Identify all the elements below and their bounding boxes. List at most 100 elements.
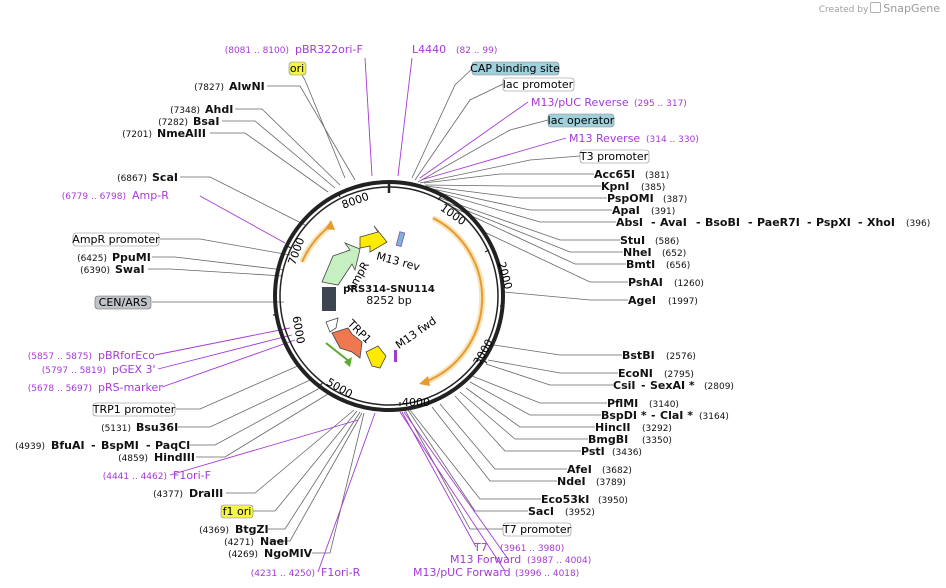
site-econi-name: EcoNI: [618, 367, 653, 380]
feature-box-laco: [547, 113, 615, 128]
primer-ampr-pos: (6779 .. 6798): [62, 192, 126, 202]
feature-trp1p-label: TRP1 promoter: [92, 403, 176, 416]
site-paer7i-name: PaeR7I: [757, 216, 800, 229]
site-paqci-dash: -: [146, 439, 151, 452]
primer-m13-rev-pos: (314 .. 330): [646, 135, 699, 145]
primer-f1orir-pos: (4231 .. 4250): [251, 569, 315, 579]
feature-cenars-label: CEN/ARS: [99, 296, 148, 309]
primer-f1orif-pos: (4441 .. 4462): [103, 472, 167, 482]
feature-box-ori: [288, 61, 307, 76]
site-clai-name: ClaI *: [660, 409, 693, 422]
trp1-arrow: [331, 327, 363, 359]
site-alwni-name: AlwNI: [229, 80, 265, 93]
site-clai-pos: (3164): [699, 412, 729, 422]
site-bfuai-pos: (4939): [15, 442, 45, 452]
site-bsu36i-name: Bsu36I: [136, 421, 178, 434]
site-psti-name: PstI: [581, 445, 605, 458]
primer-labels: (8081 .. 8100) pBR322ori-F L4440 (82 .. …: [28, 43, 699, 579]
ampr-arrow: [321, 242, 361, 286]
tick-label-4000: 4000: [402, 396, 430, 409]
site-clai-dash: -: [651, 409, 656, 422]
primer-m13fwd-name: M13 Forward: [450, 553, 521, 566]
site-nmeaiii-name: NmeAIII: [157, 127, 206, 140]
primer-pbr322ori-pos: (8081 .. 8100): [225, 46, 289, 56]
feature-box-t3p: [579, 149, 650, 164]
site-stui-name: StuI: [620, 234, 645, 247]
right-sites: Acc65I (381) KpnI (385) PspOMI (387) Apa…: [528, 168, 930, 518]
primer-pbrforeco-name: pBRforEco: [98, 349, 155, 362]
feature-cap-label: CAP binding site: [470, 62, 560, 75]
site-saci-name: SacI: [528, 505, 554, 518]
site-apai-pos: (391): [651, 207, 675, 217]
primer-pbrforeco-pos: (5857 .. 5875): [28, 352, 92, 362]
site-bmgbi-pos: (3350): [642, 436, 672, 446]
site-hindiii-name: HindIII: [154, 451, 195, 464]
site-absi-name: AbsI: [616, 216, 643, 229]
orange-arcs: [299, 215, 486, 386]
site-nhei-pos: (652): [662, 249, 686, 259]
m13fwd-label: M13 fwd: [393, 314, 439, 351]
site-ngomiv-pos: (4269): [228, 550, 258, 560]
site-scai-name: ScaI: [152, 171, 178, 184]
primer-l4440-name: L4440: [412, 43, 446, 56]
site-drai-name: DraIII: [189, 487, 223, 500]
green-arrow-line: [325, 342, 351, 363]
site-btgzi-pos: (4369): [199, 526, 229, 536]
site-afei-name: AfeI: [567, 463, 592, 476]
site-agei-name: AgeI: [628, 294, 656, 307]
site-kpni-name: KpnI: [601, 180, 629, 193]
site-acc65i-pos: (381): [645, 171, 669, 181]
primer-lines: [154, 57, 567, 573]
site-acc65i-name: Acc65I: [594, 168, 635, 181]
site-eco53ki-name: Eco53kI: [541, 493, 589, 506]
site-pshai-pos: (1260): [674, 279, 704, 289]
site-btgzi-name: BtgZI: [235, 523, 269, 536]
inner-features: [321, 225, 406, 369]
site-naei-name: NaeI: [260, 535, 288, 548]
site-pspxi-dash: -: [807, 216, 812, 229]
site-pflmi-pos: (3140): [649, 400, 679, 410]
plasmid-length: 8252 bp: [366, 294, 411, 307]
site-sexai-dash: -: [641, 379, 646, 392]
site-sexai-pos: (2809): [704, 382, 734, 392]
credit-prefix: Created by: [818, 5, 869, 15]
primer-pgex3-name: pGEX 3': [112, 363, 156, 376]
tick-label-6000: 6000: [290, 315, 308, 345]
site-alwni-pos: (7827): [194, 83, 224, 93]
feature-box-cenars: [94, 295, 152, 310]
site-hincii-pos: (3292): [642, 424, 672, 434]
site-sexai-name: SexAI *: [650, 379, 695, 392]
site-paqci-name: PaqCI: [155, 439, 190, 452]
primer-m13pucfwd-name: M13/pUC Forward: [413, 566, 511, 579]
site-pflmi-name: PflMI: [607, 397, 638, 410]
site-stui-pos: (586): [655, 237, 679, 247]
cenars-block: [322, 287, 336, 311]
m13rev-arrow: [359, 225, 388, 253]
m13fwd-arrow: [365, 345, 387, 369]
site-agei-pos: (1997): [668, 297, 698, 307]
feature-box-trp1p: [92, 402, 176, 417]
site-econi-pos: (2795): [664, 370, 694, 380]
site-bfuai-name: BfuAI: [51, 439, 85, 452]
site-bstbi-pos: (2576): [666, 352, 696, 362]
feature-t3p-label: T3 promoter: [579, 150, 649, 163]
feature-boxes: ori CAP binding site lac promoter lac op…: [72, 61, 650, 537]
site-ndei-pos: (3789): [596, 478, 626, 488]
primer-m13puc-rev-name: M13/pUC Reverse: [531, 96, 629, 109]
site-nhei-name: NheI: [623, 246, 652, 259]
primer-prsmarker-pos: (5678 .. 5697): [28, 384, 92, 394]
feature-box-f1ori: [220, 504, 254, 519]
site-pspxi-name: PspXI: [816, 216, 851, 229]
site-drai-pos: (4377): [153, 490, 183, 500]
site-xhoi-pos: (396): [906, 219, 930, 229]
site-nmeaiii-pos: (7201): [122, 130, 152, 140]
backbone: [273, 180, 505, 412]
site-psptomi-pos: (387): [663, 195, 687, 205]
site-scai-pos: (6867): [117, 174, 147, 184]
site-xhoi-dash: -: [858, 216, 863, 229]
site-psptomi-name: PspOMI: [607, 192, 654, 205]
site-paer7i-dash: -: [748, 216, 753, 229]
site-naei-pos: (4271): [224, 538, 254, 548]
